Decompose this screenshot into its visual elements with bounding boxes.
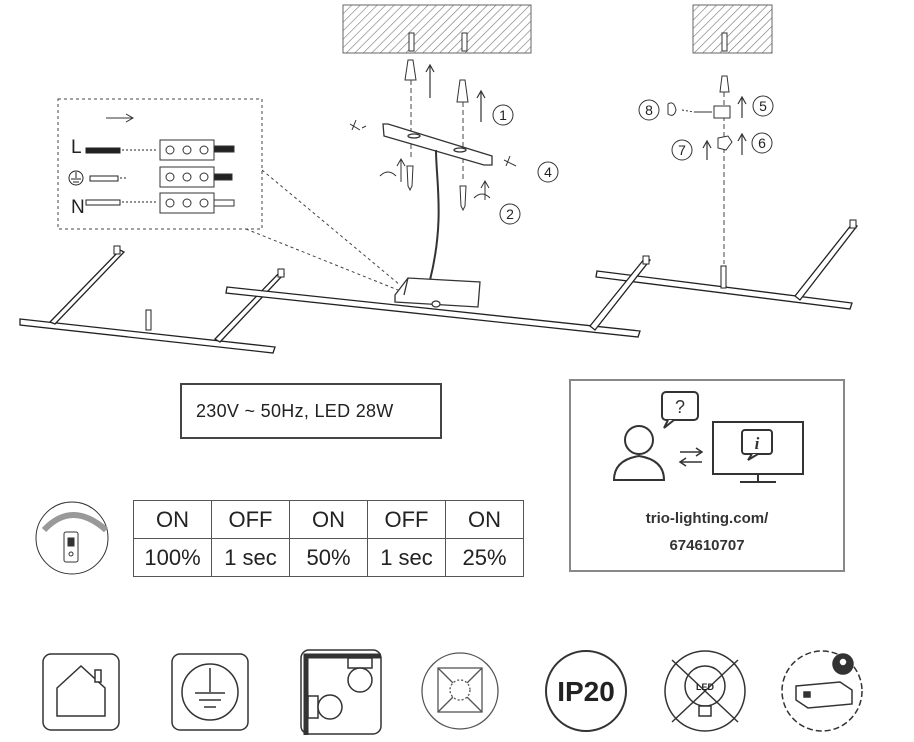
led-driver-replaceable-icon <box>781 650 863 732</box>
wall-plug <box>719 75 730 93</box>
right-arrow-icon <box>106 113 135 123</box>
mounting-bracket <box>382 123 493 166</box>
up-arrow-icon <box>702 95 747 160</box>
cable-holder <box>667 102 731 119</box>
dimmer-state-cell: ON <box>133 500 212 539</box>
exchange-arrows-icon <box>678 447 704 467</box>
ip20-rating-icon: IP20 <box>545 650 627 732</box>
ceiling-wall-mount-icon <box>300 649 382 735</box>
ip-rating-label: IP20 <box>557 676 615 707</box>
dimmer-value-cell: 25% <box>445 538 524 577</box>
step-dimmer-table: ON OFF ON OFF ON 100% 1 sec 50% 1 sec 25… <box>133 500 524 577</box>
website-url[interactable]: trio-lighting.com/ <box>645 510 769 527</box>
step-number: 4 <box>544 164 552 180</box>
earth-symbol-icon <box>68 170 84 186</box>
dimmer-state-cell: ON <box>289 500 368 539</box>
step-number: 8 <box>645 102 653 118</box>
step-dimmer-icon <box>35 501 109 575</box>
step-number: 7 <box>678 142 686 158</box>
wall-plug <box>404 59 469 103</box>
led-label: LED <box>696 682 715 692</box>
dimmer-state-cell: OFF <box>211 500 290 539</box>
no-insulation-cover-icon <box>421 652 499 730</box>
bar-mount-post <box>113 219 857 331</box>
callout-lines <box>245 169 401 291</box>
person-icon <box>612 425 666 481</box>
light-bar <box>19 223 859 354</box>
step-number: 2 <box>506 206 514 222</box>
rotate-arrow-icon <box>379 157 491 200</box>
screw <box>406 165 467 212</box>
protection-class-1-earth-icon <box>171 653 249 731</box>
step-number: 1 <box>499 107 507 123</box>
terminal-block <box>159 139 235 214</box>
product-code: 674610707 <box>669 537 745 554</box>
table-row: ON OFF ON OFF ON <box>133 500 524 539</box>
wire <box>85 147 156 206</box>
dimmer-value-cell: 100% <box>133 538 212 577</box>
screwdriver-icon <box>349 119 517 167</box>
dimmer-value-cell: 1 sec <box>211 538 290 577</box>
nut <box>717 135 733 151</box>
live-wire-label: L <box>71 137 82 158</box>
power-spec-box: 230V ~ 50Hz, LED 28W <box>180 383 442 439</box>
canopy-box <box>394 277 481 308</box>
power-spec-text: 230V ~ 50Hz, LED 28W <box>196 400 394 421</box>
neutral-wire-label: N <box>71 197 85 218</box>
up-arrow-icon <box>425 63 486 122</box>
dimmer-value-cell: 50% <box>289 538 368 577</box>
table-row: 100% 1 sec 50% 1 sec 25% <box>133 538 524 577</box>
monitor-info-icon: i <box>712 421 804 483</box>
support-info-box <box>569 379 845 572</box>
ceiling-block-left <box>342 4 532 54</box>
svg-text:i: i <box>755 434 760 453</box>
dimmer-state-cell: OFF <box>367 500 446 539</box>
step-number: 5 <box>759 98 767 114</box>
indoor-use-icon <box>42 653 120 731</box>
dimmer-state-cell: ON <box>445 500 524 539</box>
led-not-replaceable-icon: LED <box>664 650 746 732</box>
step-number: 6 <box>758 135 766 151</box>
svg-text:?: ? <box>675 397 685 417</box>
wiring-detail: L N <box>57 98 263 230</box>
ceiling-block-right <box>692 4 773 54</box>
question-bubble-icon: ? <box>661 391 699 429</box>
power-cable <box>429 149 440 281</box>
dimmer-value-cell: 1 sec <box>367 538 446 577</box>
